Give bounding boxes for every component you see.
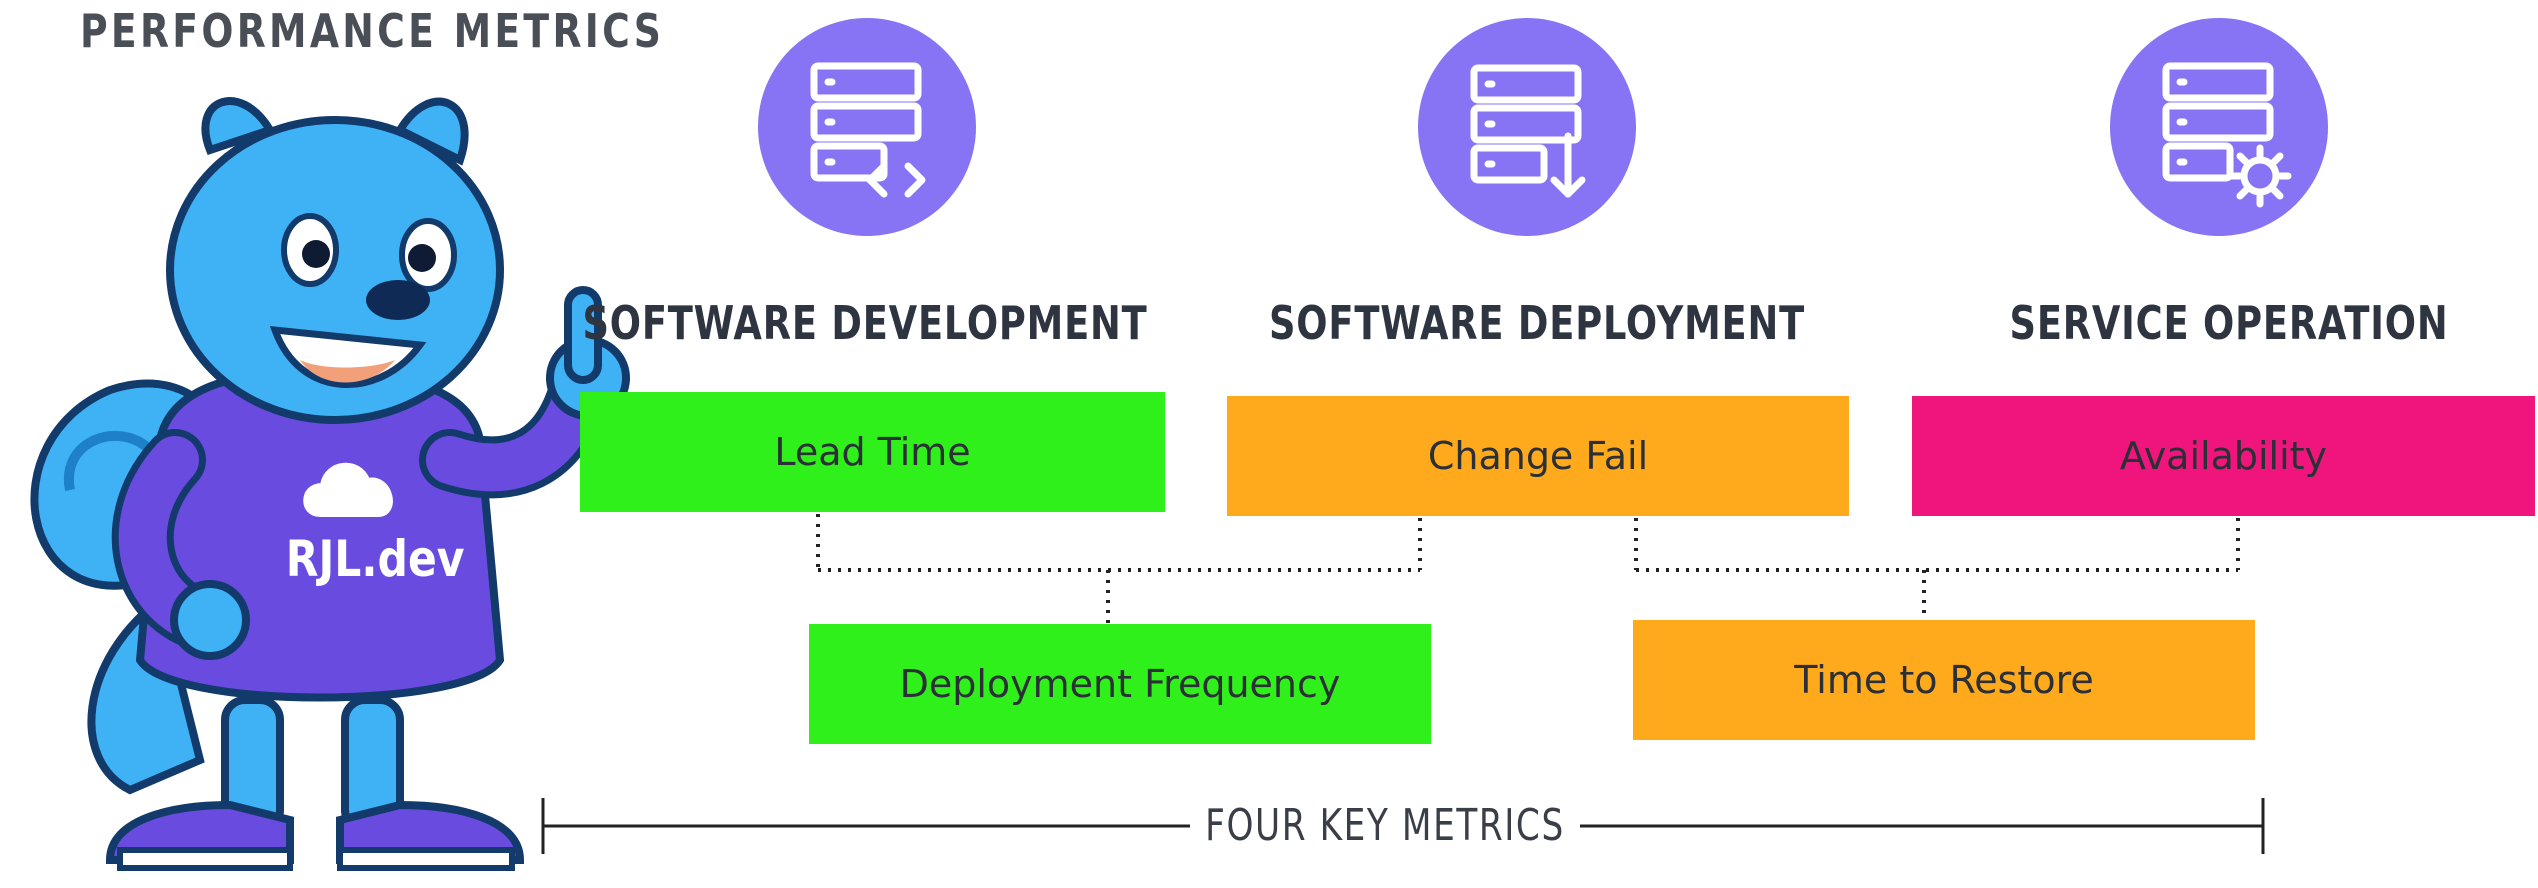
server-code-icon bbox=[758, 18, 976, 236]
page-title: PERFORMANCE METRICS bbox=[80, 4, 665, 58]
heading-software-deployment: SOFTWARE DEPLOYMENT bbox=[1268, 296, 1805, 350]
metric-time-to-restore: Time to Restore bbox=[1633, 620, 2255, 740]
metric-deployment-frequency: Deployment Frequency bbox=[809, 624, 1431, 744]
mascot-shirt-text: RJL.dev bbox=[285, 530, 465, 588]
metric-availability: Availability bbox=[1912, 396, 2535, 516]
four-key-metrics-label: FOUR KEY METRICS bbox=[1190, 800, 1580, 851]
heading-service-operation: SERVICE OPERATION bbox=[2009, 296, 2449, 350]
metric-lead-time: Lead Time bbox=[580, 392, 1165, 512]
server-gear-icon bbox=[2110, 18, 2328, 236]
server-download-icon bbox=[1418, 18, 1636, 236]
heading-software-development: SOFTWARE DEVELOPMENT bbox=[582, 296, 1148, 350]
squirrel-mascot-icon: RJL.dev bbox=[0, 60, 680, 880]
metric-change-fail: Change Fail bbox=[1227, 396, 1849, 516]
